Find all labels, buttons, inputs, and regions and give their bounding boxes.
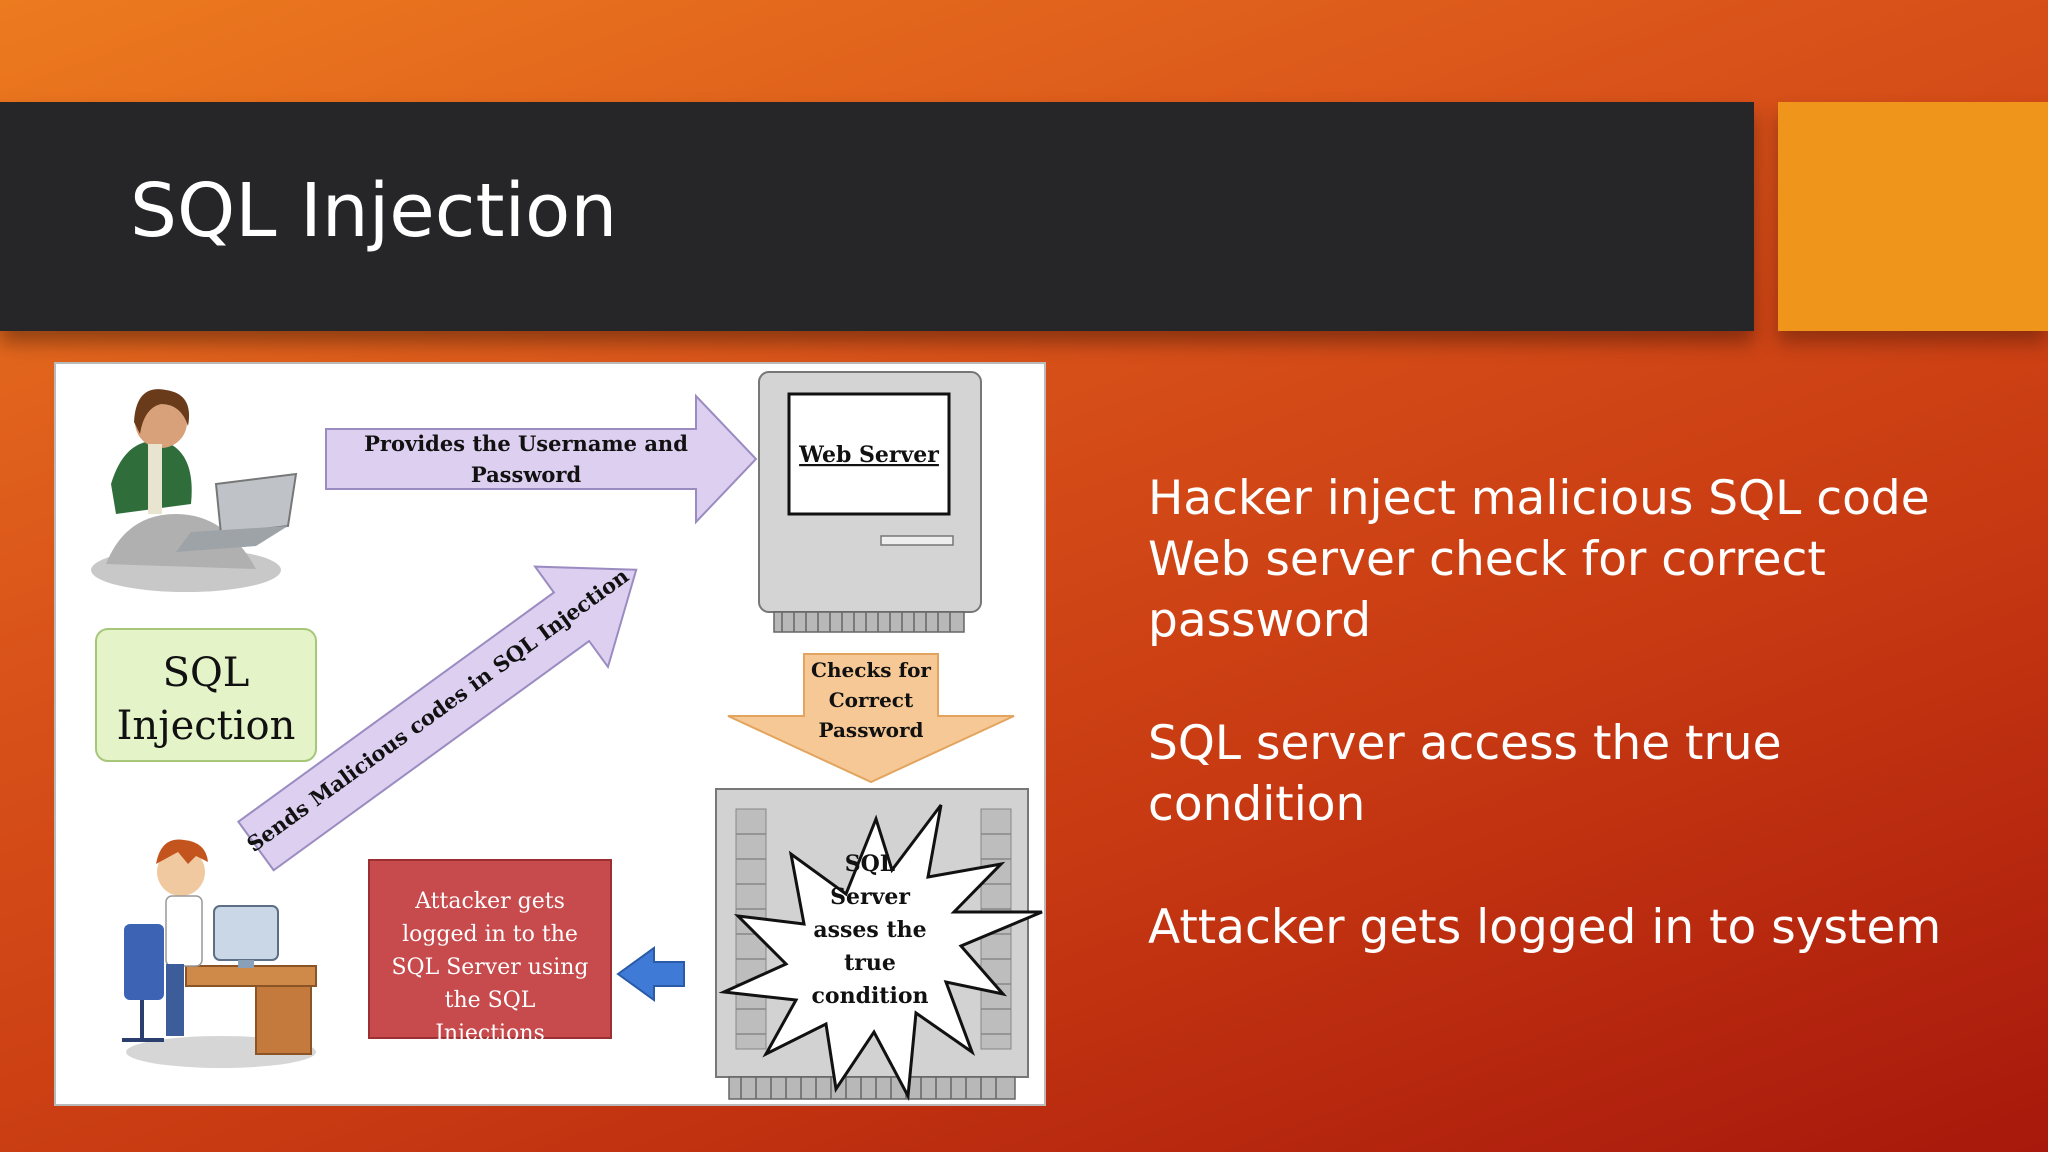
attacker-box-line-3: SQL Server using (391, 955, 588, 980)
bullet-3-line-1: Attacker gets logged in to system (1148, 897, 2028, 958)
bullet-2-line-1: SQL server access the true (1148, 713, 2028, 774)
attacker-box-line-2: logged in to the (402, 922, 578, 947)
title-bar: SQL Injection (0, 102, 1754, 331)
slide-title: SQL Injection (130, 174, 617, 248)
sql-injection-box-line-2: Injection (117, 703, 296, 749)
attacker-at-desk-icon (122, 840, 316, 1069)
bullet-paragraph-1: Hacker inject malicious SQL code Web ser… (1148, 468, 2028, 651)
blue-left-arrow-icon (618, 948, 684, 1000)
bullet-paragraph-2: SQL server access the true condition (1148, 713, 2028, 835)
sql-injection-diagram: Provides the Username and Password Web S… (54, 362, 1046, 1106)
web-server-icon: Web Server (759, 372, 981, 632)
bullet-1-line-2: Web server check for correct (1148, 529, 2028, 590)
sql-server-label-4: true (844, 950, 896, 976)
bullet-list: Hacker inject malicious SQL code Web ser… (1148, 468, 2028, 1020)
checks-label-2: Correct (829, 688, 914, 712)
web-server-label: Web Server (798, 442, 939, 468)
sql-server-label-3: asses the (813, 917, 926, 943)
bullet-2-line-2: condition (1148, 774, 2028, 835)
sql-injection-box-line-1: SQL (163, 650, 250, 696)
attacker-box-line-4: the SQL (445, 988, 536, 1013)
attacker-box-line-1: Attacker gets (414, 889, 565, 914)
checks-label-1: Checks for (811, 658, 931, 682)
arrow-top-label-2: Password (471, 462, 582, 487)
sql-server-label-5: condition (812, 983, 929, 1009)
attacker-box-line-5: Injections (435, 1021, 545, 1046)
accent-block (1778, 102, 2048, 331)
sql-server-label-1: SQL (845, 851, 896, 877)
checks-password-arrow: Checks for Correct Password (728, 654, 1014, 782)
provides-credentials-arrow: Provides the Username and Password (326, 396, 756, 522)
bullet-1-line-3: password (1148, 590, 2028, 651)
user-with-laptop-icon (91, 389, 296, 592)
sql-server-label-2: Server (830, 884, 910, 910)
bullet-1-line-1: Hacker inject malicious SQL code (1148, 468, 2028, 529)
bullet-paragraph-3: Attacker gets logged in to system (1148, 897, 2028, 958)
arrow-top-label-1: Provides the Username and (364, 431, 688, 456)
sql-injection-label-box: SQL Injection (96, 629, 316, 761)
attacker-result-box: Attacker gets logged in to the SQL Serve… (369, 860, 611, 1046)
checks-label-3: Password (818, 718, 923, 742)
